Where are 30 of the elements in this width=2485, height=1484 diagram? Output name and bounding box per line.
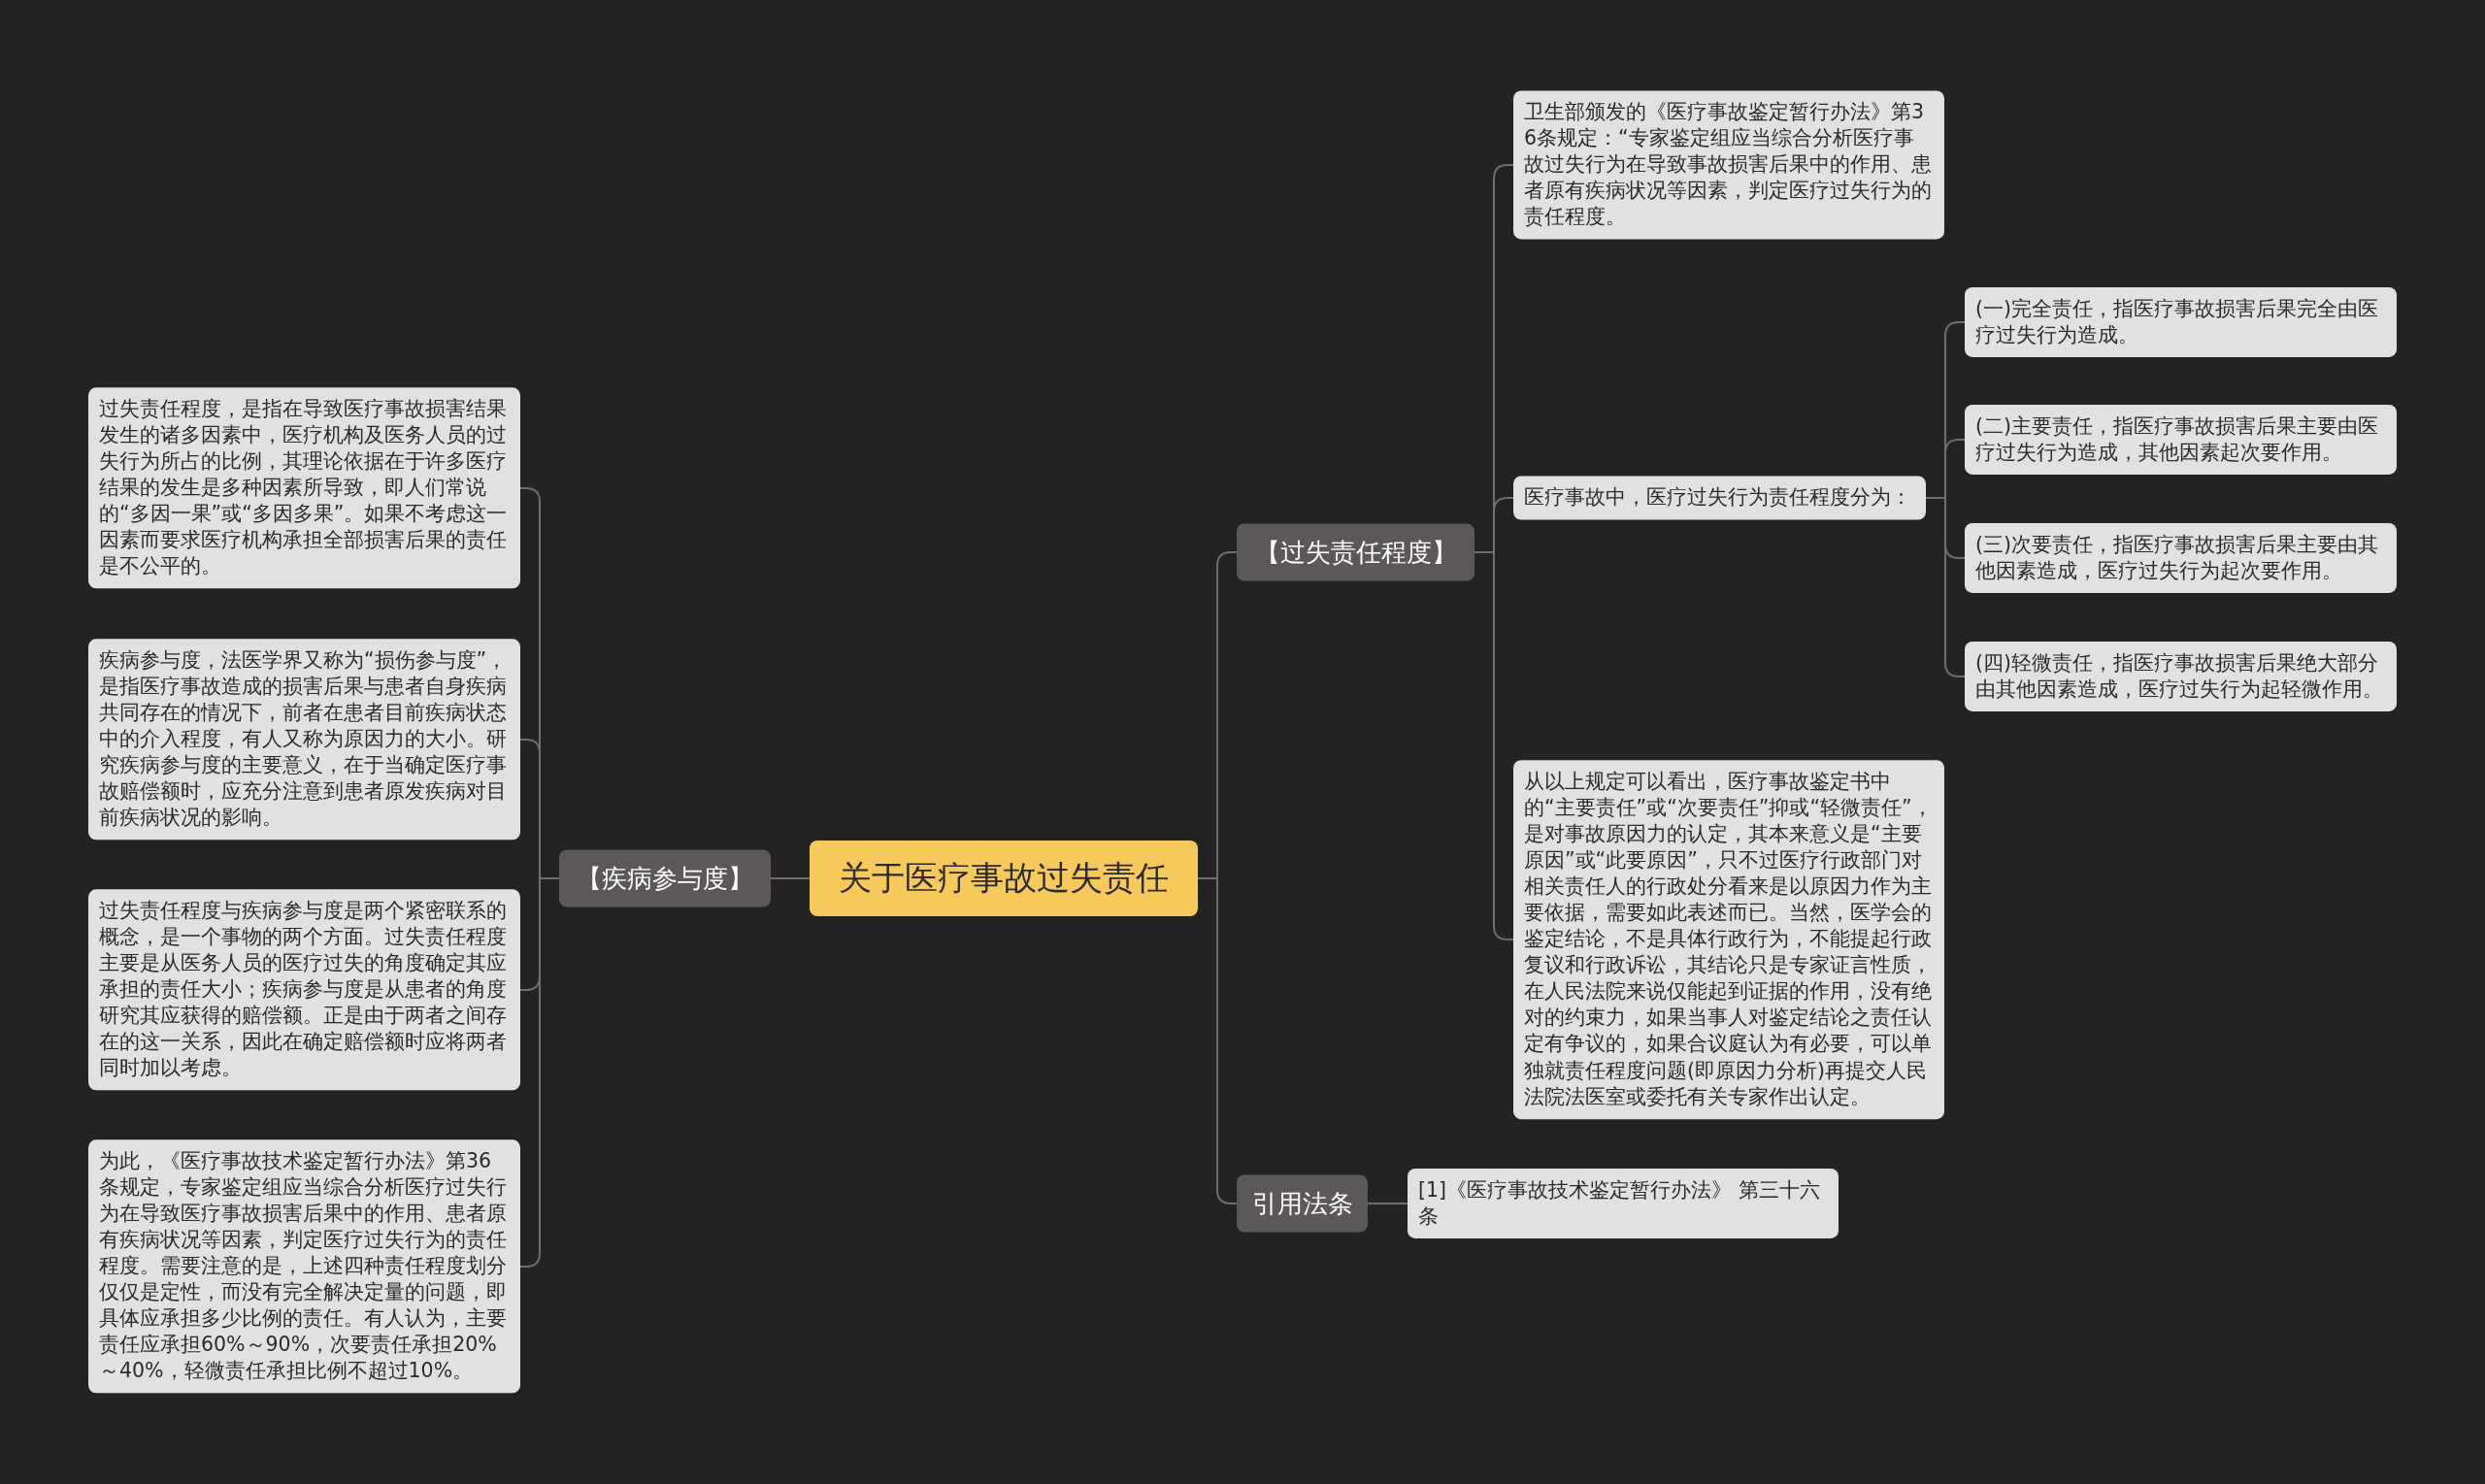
topic-text: 关于医疗事故过失责任 (838, 857, 1170, 899)
note-card (1965, 286, 2397, 358)
topic-text: [1]《医疗事故技术鉴定暂行办法》 第三十六条 (1418, 1176, 1821, 1230)
note-card (1408, 1168, 1839, 1239)
note-card (1513, 476, 1926, 520)
topic-text: (一)完全责任，指医疗事故损害后果完全由医疗过失行为造成。 (1975, 295, 2379, 348)
note-card (1965, 641, 2397, 712)
connector-line (1367, 1203, 1408, 1204)
topic-text: (二)主要责任，指医疗事故损害后果主要由医疗过失行为造成，其他因素起次要作用。 (1975, 412, 2379, 466)
topic-text: 【疾病参与度】 (576, 862, 754, 895)
topic-text: (三)次要责任，指医疗事故损害后果主要由其他因素造成，医疗过失行为起次要作用。 (1975, 531, 2379, 584)
connector-line (1197, 877, 1238, 1204)
topic-text: (四)轻微责任，指医疗事故损害后果绝大部分由其他因素造成，医疗过失行为起轻微作用。 (1975, 649, 2384, 703)
topic-text: 为此，《医疗事故技术鉴定暂行办法》第36条规定，专家鉴定组应当综合分析医疗过失行为在导致医疗事故损害后果中的作用、患者原有疾病状况等因素，判定医疗过失行为的责任程度。需要注意的是，上述四种责任程度划分仅仅是定性，而没有完全解决定量的问题，即具体应承担多少比例的责任。有人认为，主要责任应承担60%～90%，次要责任承担20%～40%，轻微责任承担比例不超过10%。 (99, 1148, 508, 1385)
topic-text: 医疗事故中，医疗过失行为责任程度分为： (1524, 484, 1912, 511)
branch-topic (559, 849, 771, 907)
connector-line (770, 877, 811, 879)
topic-text: 引用法条 (1250, 1187, 1354, 1220)
central-topic (810, 841, 1198, 916)
note-card (1513, 90, 1944, 240)
topic-text: 卫生部颁发的《医疗事故鉴定暂行办法》第36条规定：“专家鉴定组应当综合分析医疗事故过失行为在导致事故损害后果中的作用、患者原有疾病状况等因素，判定医疗过失行为的责任程度。 (1524, 99, 1933, 231)
topic-text: 过失责任程度，是指在导致医疗事故损害结果发生的诸多因素中，医疗机构及医务人员的过失行为所占的比例，其理论依据在于许多医疗结果的发生是多种因素所导致，即人们常说的“多因一果”或“多因多果”。如果不考虑这一因素而要求医疗机构承担全部损害后果的责任是不公平的。 (99, 396, 509, 580)
topic-text: 从以上规定可以看出，医疗事故鉴定书中的“主要责任”或“次要责任”抑或“轻微责任”，是对事故原因力的认定，其本来意义是“主要原因”或“此要原因”，只不过医疗行政部门对相关责任人的行政处分看来是以原因力作为主要依据，需要如此表述而已。当然，医学会的鉴定结论，不是具体行政行为，不能提起行政复议和行政诉讼，其结论只是专家证言性质，在人民法院来说仅能起到证据的作用，没有绝对的约束力，如果当事人对鉴定结论之责任认定有争议的，如果合议庭认为有必要，可以单独就责任程度问题(即原因力分析)再提交人民法院法医室或委托有关专家作出认定。 (1524, 769, 1934, 1110)
note-card (1965, 404, 2397, 476)
note-card (1965, 522, 2397, 594)
branch-topic (1237, 523, 1474, 581)
topic-text: 过失责任程度与疾病参与度是两个紧密联系的概念，是一个事物的两个方面。过失责任程度主要是从医务人员的医疗过失的角度确定其应承担的责任大小；疾病参与度是从患者的角度研究其应获得的赔偿额。正是由于两者之间存在的这一关系，因此在确定赔偿额时应将两者同时加以考虑。 (99, 898, 508, 1082)
branch-topic (1237, 1174, 1368, 1233)
topic-text: 【过失责任程度】 (1253, 536, 1458, 569)
topic-text: 疾病参与度，法医学界又称为“损伤参与度”，是指医疗事故造成的损害后果与患者自身疾病共同存在的情况下，前者在患者目前疾病状态中的介入程度，有人又称为原因力的大小。研究疾病参与度的主要意义，在于当确定医疗事故赔偿额时，应充分注意到患者原发疾病对目前疾病状况的影响。 (99, 647, 509, 832)
